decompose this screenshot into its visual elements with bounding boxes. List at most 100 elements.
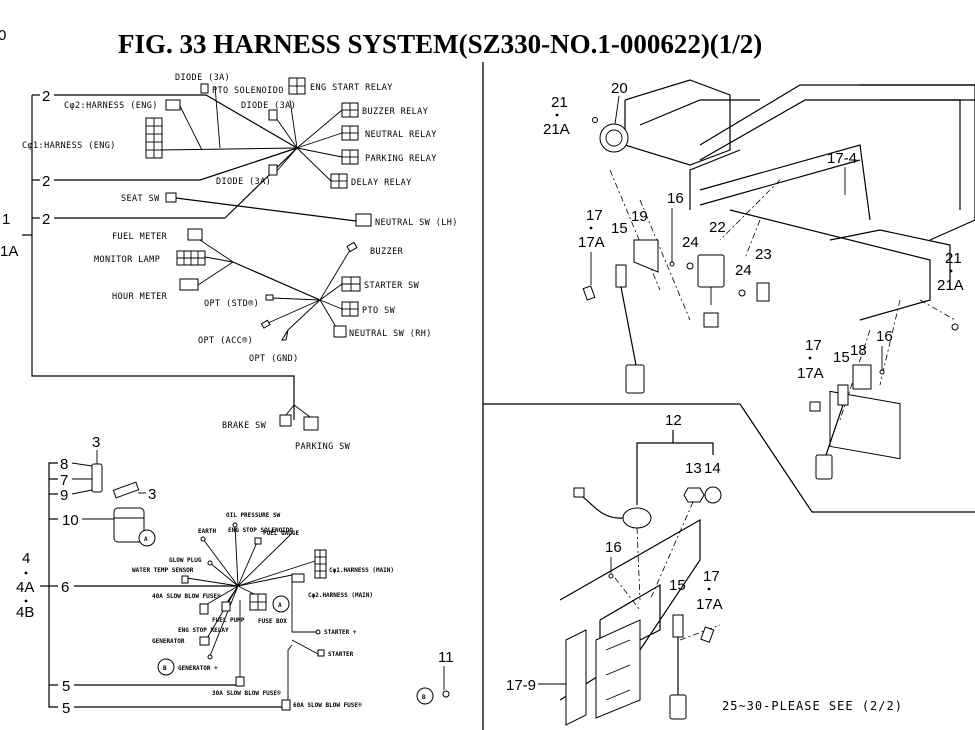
part-21-bolt	[592, 117, 598, 123]
ref-11: 11	[438, 649, 454, 666]
part-23-diode	[756, 282, 770, 302]
ref-3-a: 3	[92, 434, 100, 451]
label-cp1-harness-main: Cφ1.HARNESS (MAIN)	[329, 567, 394, 574]
upper-right-parts: 20 21 21A 17-4 17 17A 15 19 16 24 22 24 …	[543, 79, 975, 480]
part-24-nut-b	[738, 289, 746, 297]
fuel-meter-connector	[187, 228, 203, 241]
oil-pressure-terminal	[232, 522, 238, 528]
lower-right-parts: 12 13 14 16 17-9 15 17 1	[506, 412, 902, 726]
label-cp2-harness-eng: Cφ2:HARNESS (ENG)	[64, 101, 158, 111]
ref-23: 23	[755, 246, 772, 263]
brake-sw-connector	[279, 414, 292, 427]
glow-plug-terminal	[207, 560, 213, 566]
ref-4b: 4B	[16, 604, 34, 621]
part-17-key-lower	[700, 626, 715, 643]
ref-7: 7	[60, 472, 68, 489]
part-17-9-plate	[595, 619, 641, 719]
part-20-horn	[599, 123, 629, 153]
generator-plus-terminal	[207, 654, 213, 660]
label-generator-plus: GENERATOR +	[178, 665, 218, 672]
ref-17a-lower: 17A	[696, 596, 723, 613]
part-14-washer	[704, 486, 722, 504]
part-16-screw	[669, 261, 675, 267]
eng-stop-solenoid-connector	[254, 537, 262, 545]
fuse-60a-connector	[281, 699, 291, 711]
marker-a-2-text: A	[278, 602, 282, 609]
neutral-sw-lh-connector	[355, 213, 372, 227]
ref-15-b: 15	[833, 349, 850, 366]
ref-17-4: 17-4	[827, 150, 857, 167]
part-16-screw-b	[879, 369, 885, 375]
ref-16-b: 16	[876, 328, 893, 345]
earth-terminal	[200, 536, 206, 542]
label-eng-stop-solenoid: ENG STOP SOLENOIDO	[228, 527, 293, 534]
label-cp1-harness-eng: Cφ1:HARNESS (ENG)	[22, 141, 116, 151]
label-parking-sw: PARKING SW	[295, 442, 351, 452]
part-15-connector	[625, 364, 645, 394]
label-diode-low: DIODE (3A)	[216, 177, 271, 187]
ref-4a: 4A	[16, 579, 34, 596]
label-opt-acc: OPT (ACC®)	[198, 336, 253, 346]
ref-3-b: 3	[148, 486, 156, 503]
ref-6: 6	[61, 579, 69, 596]
ref-24: 24	[682, 234, 699, 251]
ref-1a: 1A	[0, 243, 18, 260]
marker-b-2	[416, 687, 434, 705]
label-hour-meter: HOUR METER	[112, 292, 168, 302]
opt-gnd-connector	[281, 329, 289, 341]
opt-acc-connector	[260, 319, 271, 329]
label-opt-gnd: OPT (GND)	[249, 354, 299, 364]
marker-a-1	[138, 529, 156, 547]
label-eng-start-relay: ENG START RELAY	[310, 83, 393, 93]
section-border	[739, 403, 975, 513]
ref-14: 14	[704, 460, 721, 477]
label-fuel-pump: FUEL PUMP	[212, 617, 245, 624]
label-oil-pressure-sw: OIL PRESSURE SW	[226, 512, 281, 519]
label-pto-solenoid: PTO SOLENOIDO	[212, 86, 284, 96]
part-22-plug	[703, 312, 719, 328]
label-eng-stop-relay: ENG STOP RELAY	[178, 627, 229, 634]
ref-17-lower: 17	[703, 568, 720, 585]
ref-15: 15	[611, 220, 628, 237]
ref-16: 16	[667, 190, 684, 207]
label-fuel-meter: FUEL METER	[112, 232, 168, 242]
starter-connector	[317, 649, 325, 657]
cp2-harness-main-connector	[291, 573, 305, 583]
label-starter: STARTER	[328, 651, 354, 658]
label-neutral-sw-lh: NEUTRAL SW (LH)	[375, 218, 458, 228]
part-15-connector-lower	[669, 694, 687, 720]
corner-mark: 0	[0, 27, 6, 44]
part-10-fuse-box	[113, 507, 145, 543]
part-17-9-frame	[565, 629, 587, 726]
upper-harness: 1 1A 2 2 2 DIODE (3A) PTO SOLENOIDO ENG …	[0, 73, 458, 452]
label-pto-sw: PTO SW	[362, 306, 396, 316]
ref-5-a: 5	[62, 678, 70, 695]
ref-24-b: 24	[735, 262, 752, 279]
label-diode-top: DIODE (3A)	[175, 73, 230, 83]
generator-connector	[199, 636, 210, 646]
lower-harness: 3 8 7 9 3 10 A 4 4A 4B 6	[16, 434, 454, 717]
label-glow-plug: GLOW PLUG	[169, 557, 202, 564]
part-12-plug	[573, 487, 585, 498]
hour-meter-connector	[179, 278, 199, 291]
right-bracket	[829, 390, 901, 460]
ref-17a-b: 17A	[797, 365, 824, 382]
ref-21-b: 21	[945, 250, 962, 267]
label-opt-std: OPT (STD®)	[204, 299, 259, 309]
ref-21: 21	[551, 94, 568, 111]
label-neutral-relay: NEUTRAL RELAY	[365, 130, 437, 140]
seat-sw-connector	[165, 192, 177, 203]
label-parking-relay: PARKING RELAY	[365, 154, 437, 164]
label-water-temp-sensor: WATER TEMP SENSOR	[132, 567, 194, 574]
opt-std-connector	[265, 294, 274, 301]
part-22-relay	[697, 254, 725, 288]
ref-13: 13	[685, 460, 702, 477]
part-15-switch-b	[837, 384, 849, 406]
marker-b-1	[157, 658, 175, 676]
ref-17a: 17A	[578, 234, 605, 251]
cp2-harness-eng-connector	[165, 99, 181, 111]
label-seat-sw: SEAT SW	[121, 194, 160, 204]
ref-17: 17	[586, 207, 603, 224]
buzzer-connector	[346, 241, 358, 253]
fuse-40a-connector	[199, 603, 209, 615]
